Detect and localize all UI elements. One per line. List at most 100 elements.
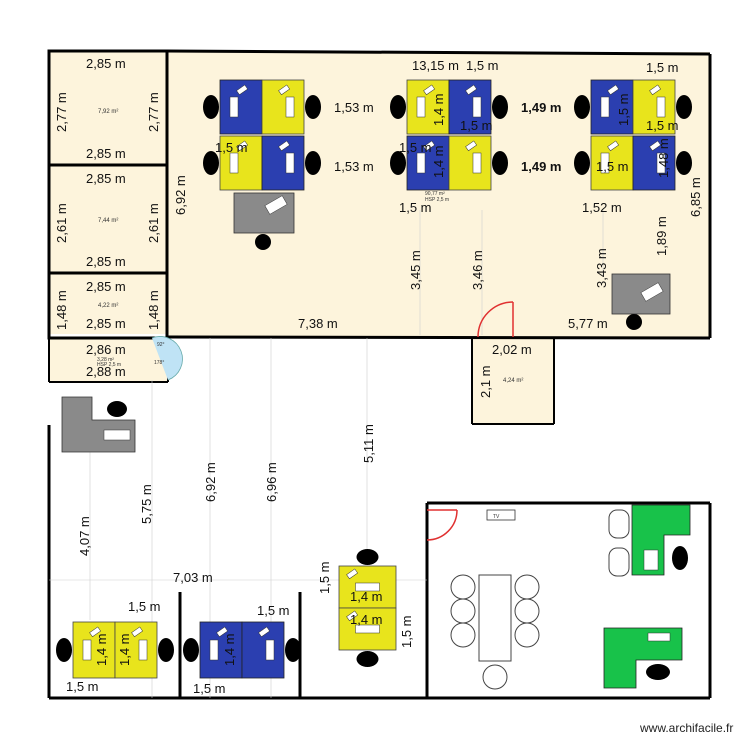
room3-left-dim: 1,48 m xyxy=(54,290,69,330)
room4-angle2: 178° xyxy=(154,360,164,366)
dim-3-43: 3,43 m xyxy=(594,248,609,288)
watermark: www.archifacile.fr xyxy=(639,721,733,735)
room2-bottom-dim: 2,85 m xyxy=(86,254,126,269)
dim-1-4-mid: 1,4 m xyxy=(431,93,446,126)
lower-dim-5-11: 5,11 m xyxy=(361,424,376,463)
dim-1-5-mid-cluster: 1,5 m xyxy=(399,140,432,155)
room4-area: 3,28 m² xyxy=(97,357,114,363)
workstation-desk xyxy=(56,621,116,679)
room3-right-dim: 1,48 m xyxy=(146,290,161,330)
workstation-desk xyxy=(574,79,634,135)
lower-dim-1-4-c: 1,4 m xyxy=(94,633,109,666)
room2-right-dim: 2,61 m xyxy=(146,203,161,243)
door-meeting-room[interactable] xyxy=(426,509,458,541)
dim-1-5-top-mid: 1,5 m xyxy=(466,58,499,73)
lower-dim-1-4-d: 1,4 m xyxy=(117,633,132,666)
lower-dim-1-5-d: 1,5 m xyxy=(66,679,99,694)
dim-1-89: 1,89 m xyxy=(654,216,669,256)
room3-bottom-dim: 2,85 m xyxy=(86,316,126,331)
dim-1-49-a: 1,49 m xyxy=(521,100,561,115)
dim-1-5-left-cluster: 1,5 m xyxy=(215,140,248,155)
open-height-dim: 6,92 m xyxy=(173,175,188,215)
green-desk-2 xyxy=(603,627,683,689)
dim-1-5-mid-inner: 1,5 m xyxy=(460,118,493,133)
dimension-labels: 2,85 m 2,85 m 2,77 m 2,77 m 7,92 m² 2,85… xyxy=(54,56,703,696)
workstations xyxy=(56,79,692,679)
lower-dim-1-5-c: 1,5 m xyxy=(257,603,290,618)
right-height-dim: 6,85 m xyxy=(688,177,703,217)
lower-dim-1-5-e: 1,5 m xyxy=(193,681,226,696)
room1-right-dim: 2,77 m xyxy=(146,92,161,132)
room-1 xyxy=(50,52,166,164)
workstation-desk xyxy=(114,621,174,679)
room-4 xyxy=(50,337,168,381)
door-open-space[interactable] xyxy=(477,301,514,338)
lower-dim-1-4-e: 1,4 m xyxy=(222,633,237,666)
workstation-desk xyxy=(632,79,692,135)
walls xyxy=(47,49,712,700)
green-desk-1 xyxy=(631,504,691,576)
open-space-hsp: HSP 2,5 m xyxy=(425,197,449,203)
room5-top-dim: 2,02 m xyxy=(492,342,532,357)
workstation-desk xyxy=(390,79,450,135)
room1-bottom-dim: 2,85 m xyxy=(86,146,126,161)
workstation-desk xyxy=(183,621,243,679)
workstation-desk xyxy=(632,135,692,191)
dim-1-5-top-right: 1,5 m xyxy=(646,60,679,75)
room3-area: 4,22 m² xyxy=(98,303,118,309)
dim-1-5-below-mid: 1,5 m xyxy=(399,200,432,215)
workstation-desk xyxy=(203,79,263,135)
tv-label: TV xyxy=(493,514,500,520)
room2-area: 7,44 m² xyxy=(98,218,118,224)
lower-dim-6-96: 6,96 m xyxy=(264,462,279,502)
room3-top-dim: 2,85 m xyxy=(86,279,126,294)
room1-area: 7,92 m² xyxy=(98,109,118,115)
workstation-desk xyxy=(203,135,263,191)
room2-top-dim: 2,85 m xyxy=(86,171,126,186)
armchairs xyxy=(608,509,630,577)
room4-bottom-dim: 2,88 m xyxy=(86,364,126,379)
room-2 xyxy=(50,166,166,272)
workstation-desk xyxy=(261,135,321,191)
dim-1-48-right: 1,48 m xyxy=(656,138,671,178)
room1-left-dim: 2,77 m xyxy=(54,92,69,132)
room1-top-dim: 2,85 m xyxy=(86,56,126,71)
dim-1-4-mid2: 1,4 m xyxy=(431,145,446,178)
dim-1-49-b: 1,49 m xyxy=(521,159,561,174)
room2-left-dim: 2,61 m xyxy=(54,203,69,243)
workstation-desk xyxy=(390,135,450,191)
lower-dim-7-03: 7,03 m xyxy=(173,570,213,585)
workstation-desk xyxy=(448,135,508,191)
room5-left-dim: 2,1 m xyxy=(478,365,493,398)
workstation-desk xyxy=(261,79,321,135)
room4-hsp: HSP 2,5 m xyxy=(97,362,121,368)
door-room-4[interactable] xyxy=(151,336,183,381)
dim-3-46: 3,46 m xyxy=(470,250,485,290)
lower-dim-1-4-a: 1,4 m xyxy=(350,589,383,604)
lower-dim-1-5-f: 1,5 m xyxy=(399,615,414,648)
room5-area: 4,24 m² xyxy=(503,378,523,384)
workstation-desk xyxy=(574,135,634,191)
dim-1-52: 1,52 m xyxy=(582,200,622,215)
lower-dim-5-75: 5,75 m xyxy=(139,484,154,524)
room-5 xyxy=(472,337,554,424)
tv-icon xyxy=(486,509,516,521)
lower-dim-1-4-b: 1,4 m xyxy=(350,612,383,627)
dim-1-53-b: 1,53 m xyxy=(334,159,374,174)
room-3 xyxy=(50,274,166,334)
grey-desk-lower-left xyxy=(61,396,136,453)
workstation-desk xyxy=(241,621,301,679)
dim-1-5-right-b: 1,5 m xyxy=(616,93,631,126)
open-space-area: 90,77 m² xyxy=(425,191,445,197)
bottom-left-dim: 7,38 m xyxy=(298,316,338,331)
meeting-table xyxy=(450,574,540,690)
dim-3-45: 3,45 m xyxy=(408,250,423,290)
workstation-desk xyxy=(338,607,397,667)
room4-top-dim: 2,86 m xyxy=(86,342,126,357)
dim-1-53-a: 1,53 m xyxy=(334,100,374,115)
workstation-desk xyxy=(448,79,508,135)
dim-1-5-right-inner2: 1,5 m xyxy=(596,159,629,174)
open-width-dim: 13,15 m xyxy=(412,58,459,73)
room4-angle1: 92° xyxy=(157,342,165,348)
